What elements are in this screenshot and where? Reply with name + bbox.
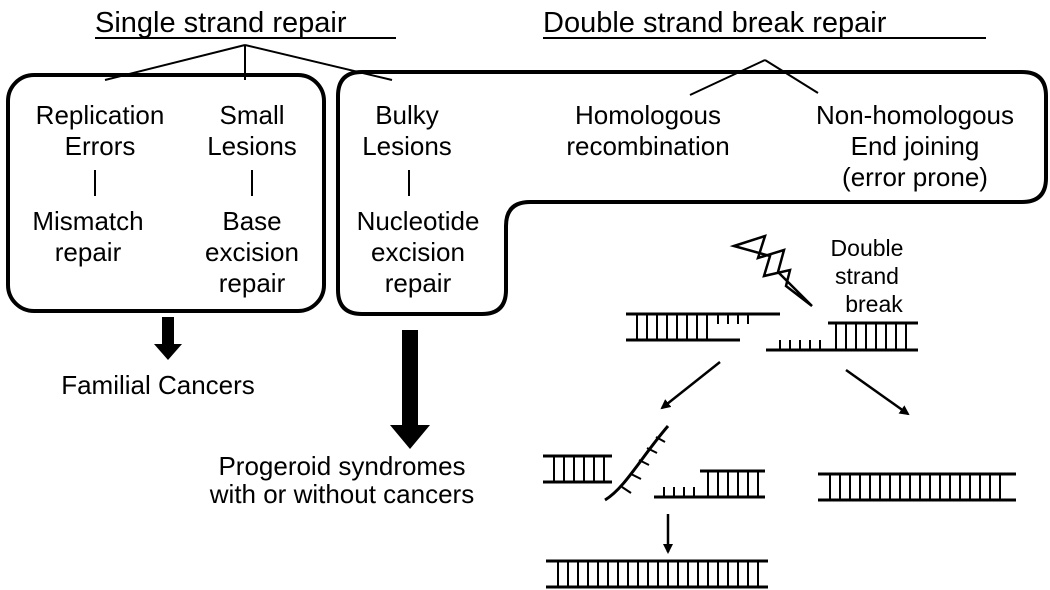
arrow-to-familial-cancers bbox=[154, 317, 182, 360]
double-strand-break-label: Double strand break bbox=[831, 235, 904, 317]
double-strand-box bbox=[336, 70, 1048, 316]
svg-text:excision: excision bbox=[371, 237, 465, 267]
svg-text:excision: excision bbox=[205, 237, 299, 267]
arrow-to-nhej bbox=[845, 368, 910, 416]
svg-text:Bulky: Bulky bbox=[375, 100, 439, 130]
svg-text:strand: strand bbox=[835, 263, 899, 289]
double-strand-title: Double strand break repair bbox=[543, 7, 887, 39]
svg-text:recombination: recombination bbox=[566, 131, 729, 161]
dna-hr-product bbox=[546, 559, 768, 589]
svg-text:Mismatch: Mismatch bbox=[32, 206, 143, 236]
non-homologous-end-joining-label: Non-homologous End joining (error prone) bbox=[816, 100, 1014, 192]
svg-text:Progeroid syndromes: Progeroid syndromes bbox=[218, 451, 465, 481]
dna-nhej-product bbox=[818, 472, 1016, 502]
dna-hr-intermediate bbox=[543, 425, 765, 502]
base-excision-repair-label: Base excision repair bbox=[205, 206, 299, 298]
single-strand-title: Single strand repair bbox=[95, 7, 347, 39]
svg-text:Base: Base bbox=[222, 206, 281, 236]
svg-text:Nucleotide: Nucleotide bbox=[357, 206, 480, 236]
svg-text:Lesions: Lesions bbox=[207, 131, 297, 161]
familial-cancers-label: Familial Cancers bbox=[61, 370, 255, 400]
svg-text:End joining: End joining bbox=[851, 131, 980, 161]
svg-text:Homologous: Homologous bbox=[575, 100, 721, 130]
arrow-to-homologous bbox=[660, 361, 721, 410]
dna-broken-left-end bbox=[626, 312, 780, 342]
svg-text:with or without cancers: with or without cancers bbox=[209, 479, 474, 509]
single-strand-box bbox=[6, 73, 326, 313]
arrow-to-progeroid bbox=[390, 330, 430, 449]
dna-broken-right-end bbox=[766, 321, 918, 352]
mismatch-repair-label: Mismatch repair bbox=[32, 206, 143, 267]
double-strand-branches bbox=[689, 59, 819, 96]
svg-text:Errors: Errors bbox=[65, 131, 136, 161]
title-double-strand-repair: Double strand break repair bbox=[543, 7, 986, 39]
replication-errors-label: Replication Errors bbox=[36, 100, 165, 161]
bulky-lesions-label: Bulky Lesions bbox=[362, 100, 452, 161]
svg-text:Replication: Replication bbox=[36, 100, 165, 130]
svg-text:Small: Small bbox=[219, 100, 284, 130]
svg-text:(error prone): (error prone) bbox=[842, 162, 988, 192]
svg-text:Double: Double bbox=[831, 235, 904, 261]
lightning-bolt-icon bbox=[729, 234, 813, 307]
progeroid-syndromes-label: Progeroid syndromes with or without canc… bbox=[209, 451, 474, 509]
svg-text:repair: repair bbox=[385, 268, 452, 298]
homologous-recombination-label: Homologous recombination bbox=[566, 100, 729, 161]
svg-text:break: break bbox=[845, 291, 903, 317]
svg-text:repair: repair bbox=[219, 268, 286, 298]
svg-text:Non-homologous: Non-homologous bbox=[816, 100, 1014, 130]
small-lesions-label: Small Lesions bbox=[207, 100, 297, 161]
svg-text:Lesions: Lesions bbox=[362, 131, 452, 161]
svg-text:repair: repair bbox=[55, 237, 122, 267]
nucleotide-excision-repair-label: Nucleotide excision repair bbox=[357, 206, 480, 298]
title-single-strand-repair: Single strand repair bbox=[95, 7, 396, 39]
